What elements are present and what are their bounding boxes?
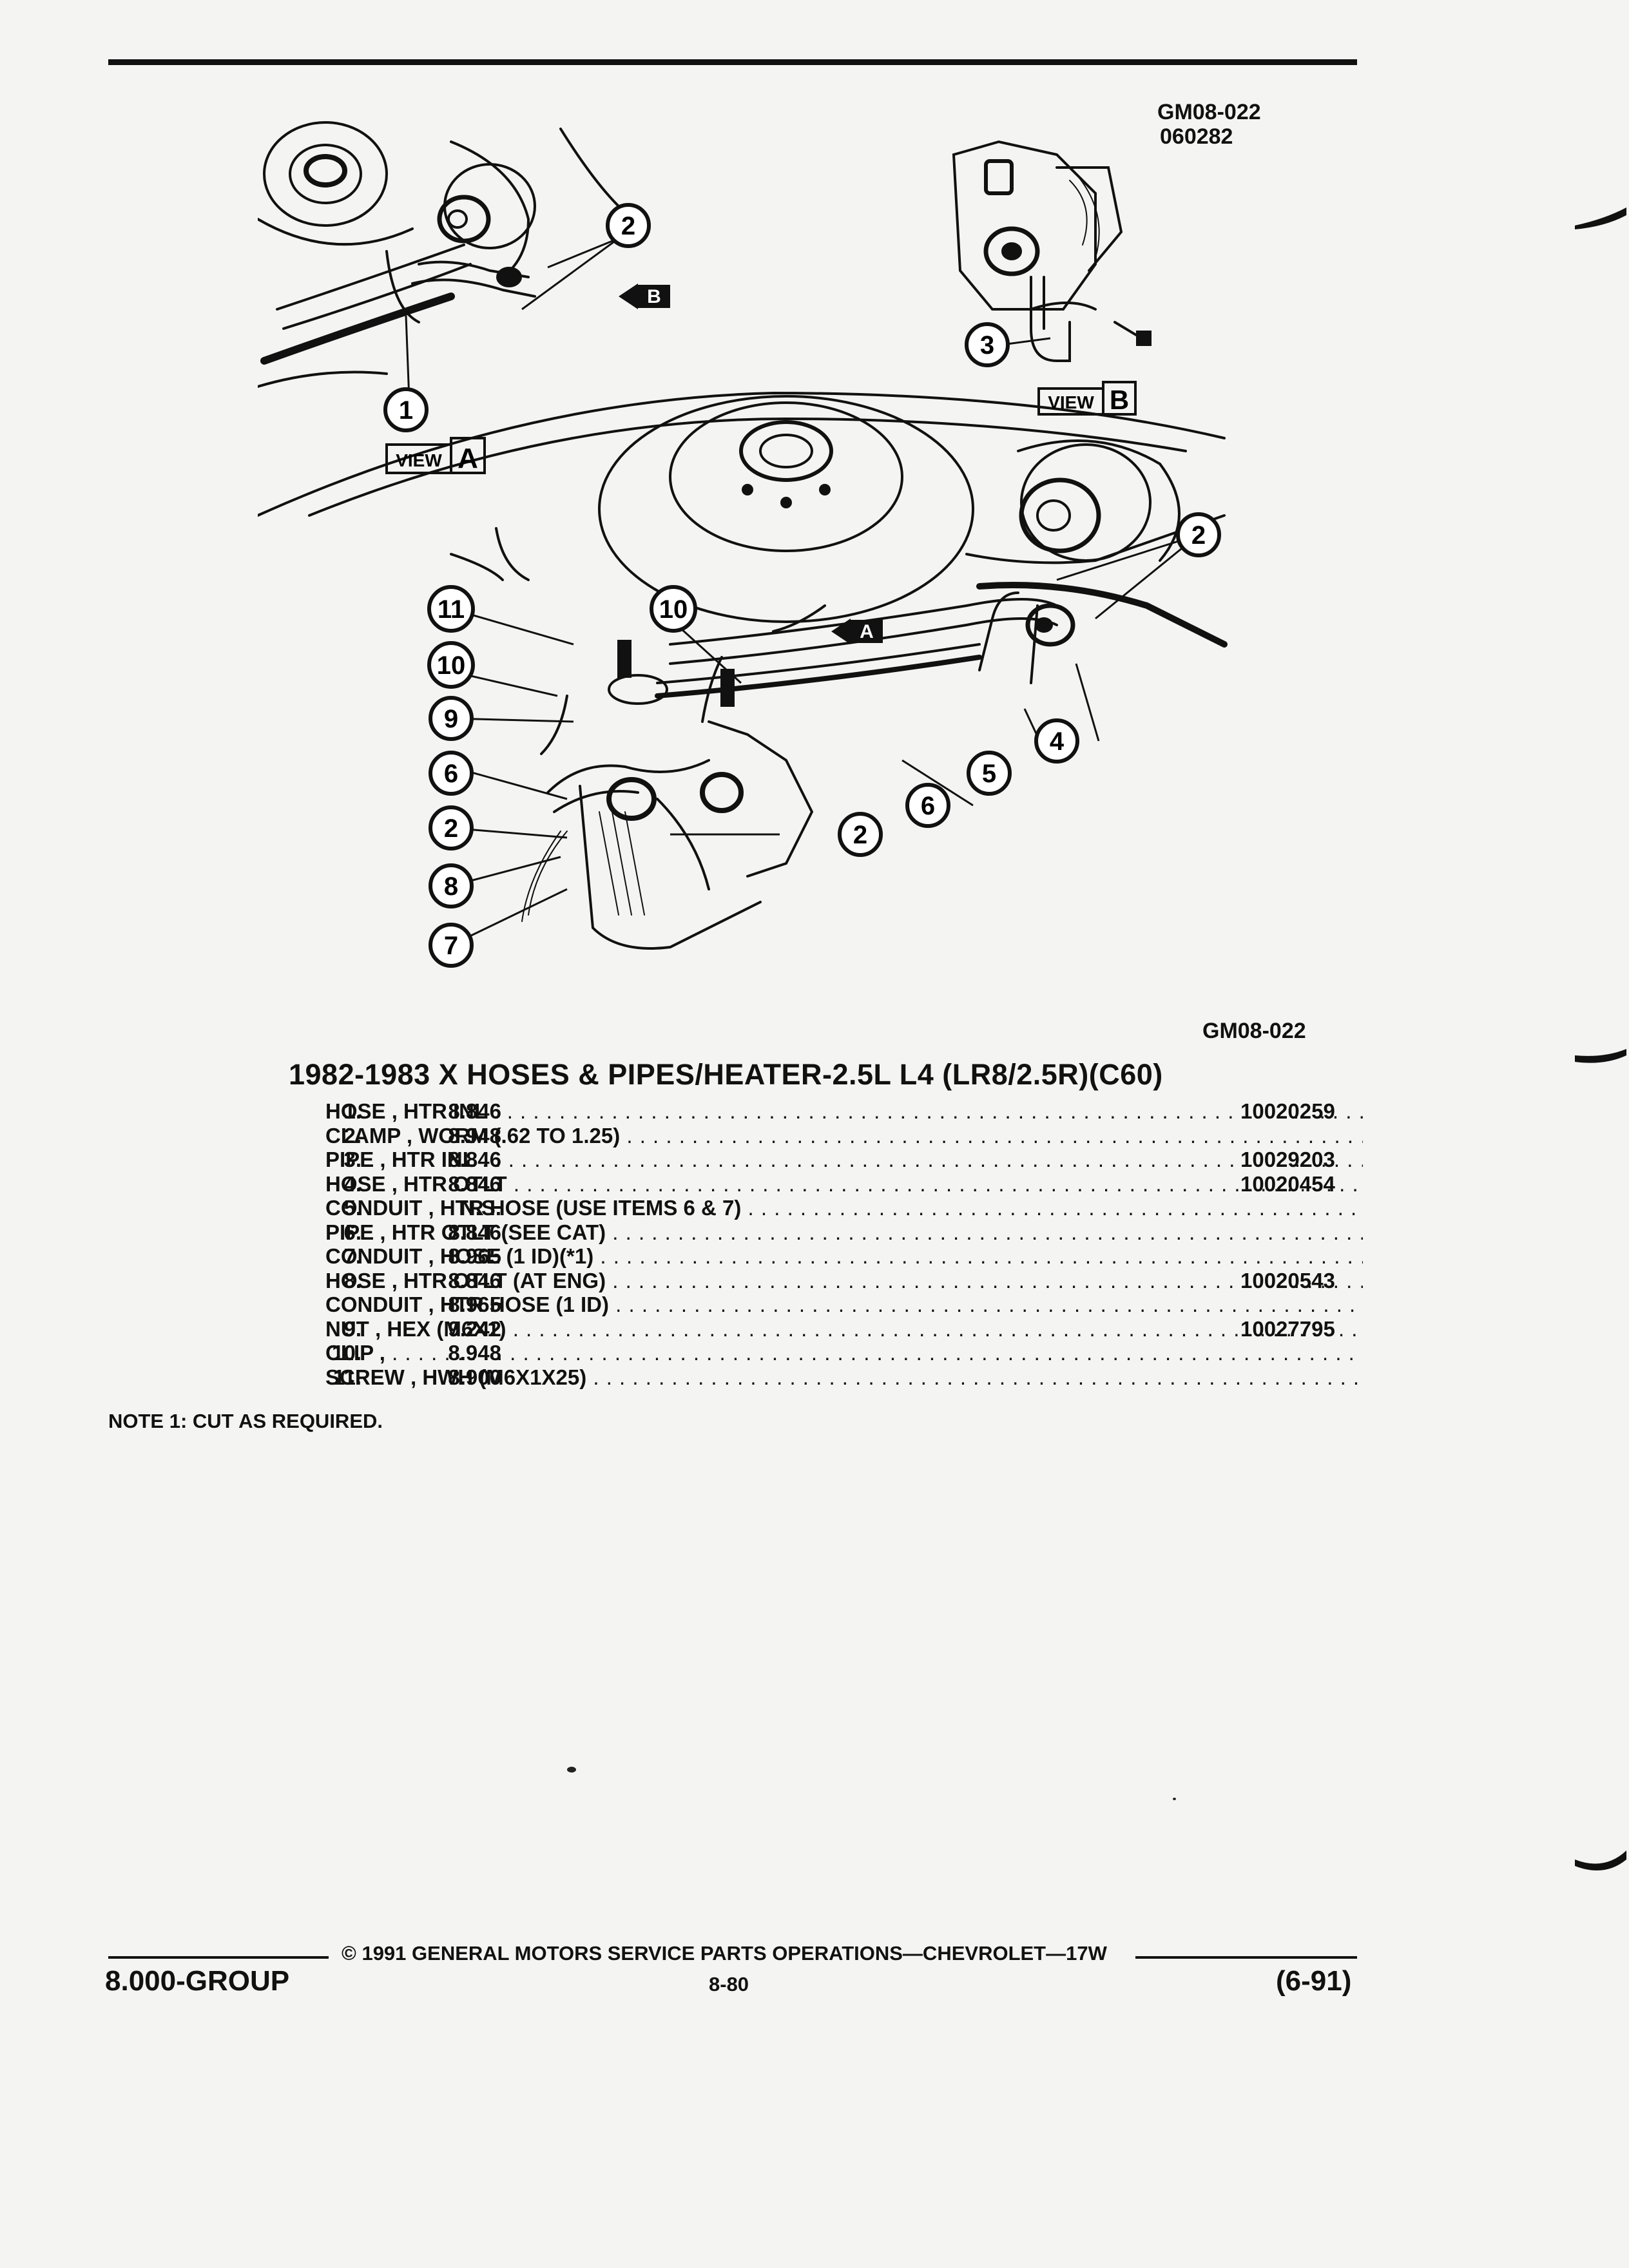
item-description: HOSE , HTR INL xyxy=(325,1099,1363,1124)
revision-date: (6-91) xyxy=(1276,1965,1352,1997)
binder-hole-mark xyxy=(1575,1049,1626,1063)
binder-hole-mark xyxy=(1575,1850,1626,1871)
exploded-view-illustration: B A VIEW A VIEW B 2 1 3 2 11 10 10 9 6 2… xyxy=(258,121,1228,968)
item-description: CONDUIT , HTR HOSE (1 ID) xyxy=(325,1293,1363,1317)
item-description: HOSE , HTR OTLT xyxy=(325,1172,1363,1196)
item-part-number: 10027795 xyxy=(1240,1316,1335,1341)
callout-2-view-a: 2 xyxy=(606,203,651,248)
svg-text:4: 4 xyxy=(1050,727,1065,756)
footer-rule-left xyxy=(108,1956,329,1959)
footer-rule-right xyxy=(1135,1956,1357,1959)
svg-text:VIEW: VIEW xyxy=(396,450,442,470)
svg-text:2: 2 xyxy=(444,814,458,843)
item-description: PIPE , HTR OTLT (SEE CAT) xyxy=(325,1220,1363,1245)
cut-note: NOTE 1: CUT AS REQUIRED. xyxy=(108,1410,383,1432)
svg-text:9: 9 xyxy=(444,705,458,733)
list-item: 9. 9.242 NUT , HEX (M6X1) 10027795 xyxy=(145,1317,1369,1341)
svg-text:10: 10 xyxy=(659,595,688,624)
list-item: 4. 8.846 HOSE , HTR OTLT 10020454 xyxy=(145,1172,1369,1196)
item-part-number: 10029203 xyxy=(1240,1148,1335,1171)
callout-7: 7 xyxy=(429,923,474,968)
callout-8: 8 xyxy=(429,863,474,908)
binder-hole-mark xyxy=(1575,207,1626,229)
list-item: 6. 8.846 PIPE , HTR OTLT (SEE CAT) xyxy=(145,1220,1369,1245)
svg-text:5: 5 xyxy=(982,760,996,788)
callout-3: 3 xyxy=(965,322,1010,367)
item-description: NUT , HEX (M6X1) xyxy=(325,1317,1363,1341)
list-item: 10. 8.948 CLIP , xyxy=(145,1341,1369,1365)
svg-text:3: 3 xyxy=(980,331,994,360)
callout-6-right: 6 xyxy=(905,783,950,828)
svg-text:VIEW: VIEW xyxy=(1048,392,1094,412)
callout-2-left: 2 xyxy=(429,805,474,850)
list-item: 5. N.S. CONDUIT , HTR HOSE (USE ITEMS 6 … xyxy=(145,1196,1369,1220)
svg-text:1: 1 xyxy=(399,396,413,425)
item-description: CLIP , xyxy=(325,1341,1363,1365)
svg-text:6: 6 xyxy=(921,792,935,820)
group-label: 8.000-GROUP xyxy=(105,1965,290,1997)
figure-date-code: 060282 xyxy=(1160,124,1233,149)
item-part-number: 10020454 xyxy=(1240,1171,1335,1196)
callout-9: 9 xyxy=(429,696,474,741)
list-item: 8. 8.846 HOSE , HTR OTLT (AT ENG) 100205… xyxy=(145,1269,1369,1293)
list-item: 2. 8.948 CLAMP , WORM (.62 TO 1.25) xyxy=(145,1124,1369,1148)
figure-id-top: GM08-022 xyxy=(1157,100,1261,124)
callout-4: 4 xyxy=(1034,718,1079,764)
view-a-label: VIEW A xyxy=(385,437,486,474)
item-description: SCREW , HWH (M6X1X25) xyxy=(325,1365,1363,1390)
figure-id-bottom: GM08-022 xyxy=(1202,1019,1306,1043)
list-item: 7. 8.965 CONDUIT , HOSE (1 ID)(*1) xyxy=(145,1244,1369,1269)
main-engine-view xyxy=(258,391,1228,950)
top-rule xyxy=(108,59,1357,65)
callout-2-main-right: 2 xyxy=(1176,512,1221,557)
svg-text:2: 2 xyxy=(621,212,635,240)
item-part-number: 10020543 xyxy=(1240,1268,1335,1293)
list-item: 8.965 CONDUIT , HTR HOSE (1 ID) xyxy=(145,1293,1369,1317)
view-a-arrow: A xyxy=(831,619,883,644)
callout-10-center: 10 xyxy=(650,585,697,633)
parts-list: 1. 8.846 HOSE , HTR INL 10020259 2. 8.94… xyxy=(145,1099,1369,1389)
svg-text:B: B xyxy=(1110,385,1129,415)
svg-text:7: 7 xyxy=(444,932,458,960)
svg-text:2: 2 xyxy=(853,821,867,849)
item-description: HOSE , HTR OTLT (AT ENG) xyxy=(325,1269,1363,1293)
print-speck xyxy=(1173,1798,1176,1800)
callout-2-center: 2 xyxy=(838,812,883,857)
list-item: 1. 8.846 HOSE , HTR INL 10020259 xyxy=(145,1099,1369,1124)
item-description: CONDUIT , HOSE (1 ID)(*1) xyxy=(325,1244,1363,1269)
svg-text:A: A xyxy=(860,621,874,642)
callout-5: 5 xyxy=(967,751,1012,796)
svg-text:11: 11 xyxy=(438,595,465,624)
item-description: PIPE , HTR INL xyxy=(325,1148,1363,1172)
callout-6-left: 6 xyxy=(429,751,474,796)
print-speck xyxy=(567,1767,576,1773)
list-item: 3. 8.846 PIPE , HTR INL 10029203 xyxy=(145,1148,1369,1172)
list-item: 11. 8.900 SCREW , HWH (M6X1X25) xyxy=(145,1365,1369,1390)
svg-text:10: 10 xyxy=(437,651,466,680)
svg-text:8: 8 xyxy=(444,872,458,901)
view-a-inset xyxy=(258,121,620,388)
callout-1: 1 xyxy=(383,387,429,432)
svg-text:B: B xyxy=(647,286,661,307)
parts-list-title: 1982-1983 X HOSES & PIPES/HEATER-2.5L L4… xyxy=(289,1058,1163,1091)
view-b-arrow: B xyxy=(619,284,670,309)
page-number: 8-80 xyxy=(709,1973,749,1995)
item-description: CONDUIT , HTR HOSE (USE ITEMS 6 & 7) xyxy=(325,1196,1363,1220)
svg-text:A: A xyxy=(458,443,478,474)
callout-11: 11 xyxy=(427,585,475,633)
item-part-number: 10020259 xyxy=(1240,1099,1335,1123)
view-b-inset xyxy=(952,140,1152,362)
svg-text:6: 6 xyxy=(444,760,458,788)
svg-text:2: 2 xyxy=(1191,521,1206,550)
copyright-line: © 1991 GENERAL MOTORS SERVICE PARTS OPER… xyxy=(342,1942,1107,1965)
view-b-label: VIEW B xyxy=(1037,381,1137,416)
item-description: CLAMP , WORM (.62 TO 1.25) xyxy=(325,1124,1363,1148)
callout-10-left: 10 xyxy=(427,641,475,689)
